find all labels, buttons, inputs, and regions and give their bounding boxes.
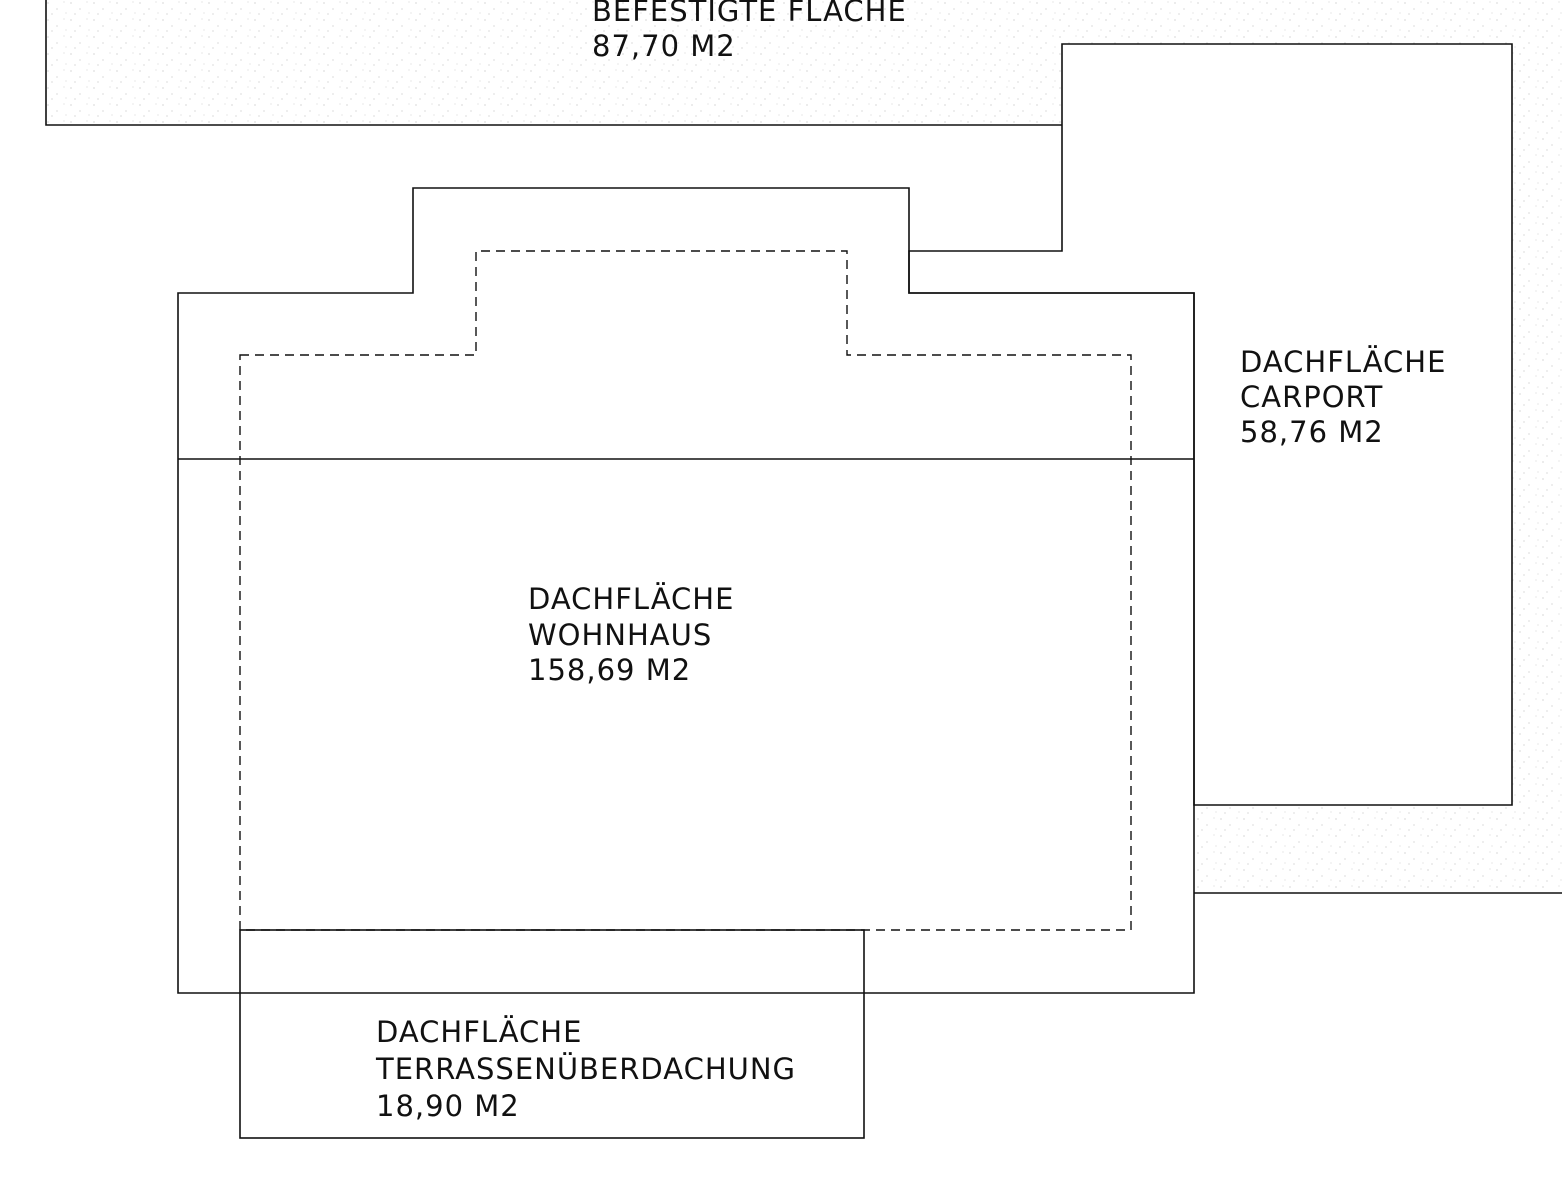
wohnhaus-label-bg [523,577,734,688]
carport-label: DACHFLÄCHE CARPORT 58,76 M2 [1240,345,1446,449]
befestigte-label: BEFESTIGTE FLÄCHE 87,70 M2 [592,0,907,63]
terrasse-label-bg [370,1012,788,1126]
carport-label-line1: DACHFLÄCHE [1240,345,1446,379]
wohnhaus-label: DACHFLÄCHE WOHNHAUS 158,69 M2 [528,582,734,687]
terrasse-label-line1: DACHFLÄCHE [376,1015,582,1049]
befestigte-label-line2: 87,70 M2 [592,29,736,63]
carport-label-line3: 58,76 M2 [1240,415,1384,449]
wohnhaus-roof-area [177,187,1195,994]
wohnhaus-label-line2: WOHNHAUS [528,618,712,652]
building-wall-outline [239,250,1132,931]
terrasse-label-line3: 18,90 M2 [376,1089,520,1123]
befestigte-label-line1: BEFESTIGTE FLÄCHE [592,0,907,28]
wohnhaus-label-line3: 158,69 M2 [528,653,691,687]
carport-label-line2: CARPORT [1240,380,1383,414]
befestigte-flaeche-area [45,0,1562,894]
carport-label-bg [1235,341,1447,455]
wohnhaus-label-line1: DACHFLÄCHE [528,582,734,616]
terrasse-label: DACHFLÄCHE TERRASSENÜBERDACHUNG 18,90 M2 [375,1015,796,1123]
terrasse-label-line2: TERRASSENÜBERDACHUNG [375,1052,796,1086]
